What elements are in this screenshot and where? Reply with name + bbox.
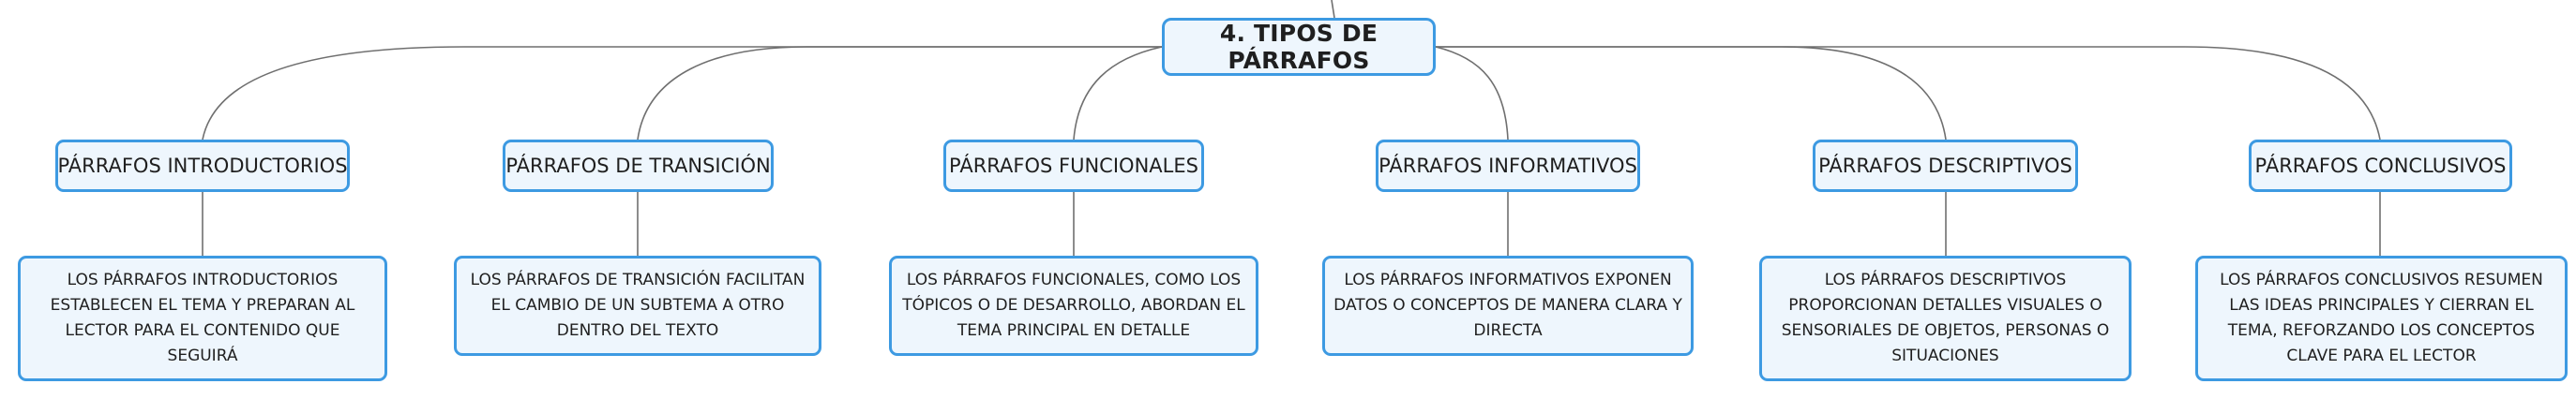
connector-root-informativos	[1435, 46, 1509, 140]
connector-root-transicion	[637, 46, 1162, 140]
connector-root-conclusivos	[1436, 46, 2381, 140]
description-introductorios[interactable]: LOS PÁRRAFOS INTRODUCTORIOS ESTABLECEN E…	[18, 256, 387, 381]
topic-descriptivos[interactable]: PÁRRAFOS DESCRIPTIVOS	[1813, 140, 2078, 192]
connector-root-funcionales	[1073, 46, 1163, 140]
topic-conclusivos[interactable]: PÁRRAFOS CONCLUSIVOS	[2249, 140, 2512, 192]
topic-informativos[interactable]: PÁRRAFOS INFORMATIVOS	[1376, 140, 1640, 192]
description-informativos[interactable]: LOS PÁRRAFOS INFORMATIVOS EXPONEN DATOS …	[1322, 256, 1694, 356]
topic-funcionales[interactable]: PÁRRAFOS FUNCIONALES	[943, 140, 1204, 192]
topic-transicion[interactable]: PÁRRAFOS DE TRANSICIÓN	[503, 140, 774, 192]
parent-connector	[1331, 0, 1335, 19]
connector-root-introductorios	[202, 46, 1162, 140]
description-descriptivos[interactable]: LOS PÁRRAFOS DESCRIPTIVOS PROPORCIONAN D…	[1759, 256, 2132, 381]
description-conclusivos[interactable]: LOS PÁRRAFOS CONCLUSIVOS RESUMEN LAS IDE…	[2195, 256, 2568, 381]
description-funcionales[interactable]: LOS PÁRRAFOS FUNCIONALES, COMO LOS TÓPIC…	[889, 256, 1258, 356]
description-transicion[interactable]: LOS PÁRRAFOS DE TRANSICIÓN FACILITAN EL …	[454, 256, 821, 356]
connector-root-descriptivos	[1436, 46, 1947, 140]
topic-introductorios[interactable]: PÁRRAFOS INTRODUCTORIOS	[55, 140, 350, 192]
root-topic[interactable]: 4. TIPOS DE PÁRRAFOS	[1162, 18, 1436, 76]
